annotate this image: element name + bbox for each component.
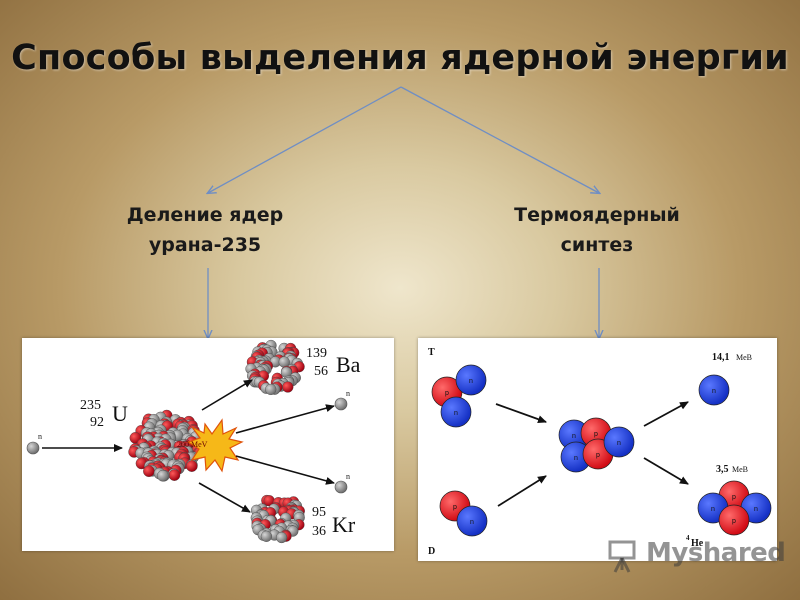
compound-neutron-1-label: n xyxy=(572,433,576,440)
arrow-to-krypton xyxy=(198,482,251,513)
helium-energy-value: 3,5 xyxy=(716,464,729,475)
neutron-energy-value: 14,1 xyxy=(712,352,730,363)
uranium-charge: 92 xyxy=(90,415,104,430)
helium-energy-unit: MeB xyxy=(732,465,748,474)
slide-title: Способы выделения ядерной энергии xyxy=(11,38,789,78)
watermark-logo: Myshared xyxy=(606,536,786,576)
krypton-charge: 36 xyxy=(312,524,326,539)
arrow-to-barium xyxy=(201,379,253,411)
deuterium-label: D xyxy=(428,546,435,557)
helium-mass: 4 xyxy=(686,534,690,542)
watermark-text: Myshared xyxy=(646,538,786,568)
emitted-neutron-1 xyxy=(334,397,348,411)
arrow-to-neutron-2 xyxy=(235,455,335,485)
deuterium-nucleus: p n xyxy=(439,490,488,537)
tritium-neutron-1-label: n xyxy=(469,378,473,385)
barium-mass: 139 xyxy=(306,346,327,361)
helium-neutron-2-label: n xyxy=(754,506,758,513)
arrow-to-fission xyxy=(208,86,402,193)
branch-fusion-label: Термоядерный синтез xyxy=(492,200,702,260)
fusion-diagram: T D p n n p n n n p p xyxy=(418,338,777,561)
branch-fission-line-2: урана-235 xyxy=(148,234,262,256)
emitted-neutron-1-label: n xyxy=(346,389,350,398)
helium-proton-2-label: p xyxy=(732,518,736,525)
tritium-proton-label: p xyxy=(445,390,449,397)
barium-symbol: Ba xyxy=(336,352,361,377)
krypton-mass: 95 xyxy=(312,505,326,520)
uranium-symbol: U xyxy=(112,401,128,426)
tritium-nucleus: p n n xyxy=(431,364,487,428)
compound-proton-1-label: p xyxy=(594,431,598,438)
nucBa-nucleon xyxy=(265,383,277,396)
arrow-tritium-in xyxy=(495,403,547,424)
arrow-helium-out xyxy=(643,457,689,485)
nucU-nucleon xyxy=(185,460,198,472)
arrow-to-neutron-1 xyxy=(235,404,335,434)
uranium-mass: 235 xyxy=(80,398,101,413)
nucKr-nucleon xyxy=(260,530,273,542)
arrow-to-fusion xyxy=(400,86,599,193)
emitted-neutron-2 xyxy=(334,480,348,494)
tritium-label: T xyxy=(428,347,435,358)
tritium-neutron-1 xyxy=(455,364,487,396)
barium-charge: 56 xyxy=(314,364,328,379)
compound-neutron-3 xyxy=(603,426,635,458)
fission-diagram: n 235 92 U 200 MeV n n 139 56 Ba 95 36 K… xyxy=(22,338,394,551)
presentation-board-icon xyxy=(608,540,636,573)
branch-fusion-line-1: Термоядерный xyxy=(514,204,680,226)
compound-neutron-2-label: n xyxy=(574,455,578,462)
helium-proton-2 xyxy=(718,504,750,536)
energy-flash-icon xyxy=(186,418,244,473)
compound-nucleus: n n p p n xyxy=(558,417,635,473)
energy-label: 200 MeV xyxy=(177,440,208,449)
branch-fission-line-1: Деление ядер xyxy=(126,204,284,226)
compound-proton-2-label: p xyxy=(596,452,600,459)
emitted-neutron-2-label: n xyxy=(346,472,350,481)
krypton-symbol: Kr xyxy=(332,512,356,537)
barium-nucleus xyxy=(245,339,305,396)
branch-fission-label: Деление ядер урана-235 xyxy=(100,200,310,260)
arrow-deuterium-in xyxy=(497,475,547,507)
incoming-neutron-label: n xyxy=(38,432,42,441)
helium-symbol: He xyxy=(691,538,704,549)
uranium-nucleus xyxy=(128,409,206,482)
helium-nucleus: p n n p xyxy=(697,480,772,536)
branch-fusion-line-2: синтез xyxy=(560,234,634,256)
helium-proton-1-label: p xyxy=(732,494,736,501)
neutron-energy-unit: MeB xyxy=(736,353,752,362)
tritium-neutron-2-label: n xyxy=(454,410,458,417)
nucU-nucleon xyxy=(143,465,155,477)
incoming-neutron xyxy=(26,441,40,455)
deuterium-neutron-label: n xyxy=(470,519,474,526)
deuterium-neutron xyxy=(456,505,488,537)
krypton-nucleus xyxy=(250,494,305,544)
free-neutron xyxy=(698,374,730,406)
tritium-neutron-2 xyxy=(440,396,472,428)
nucKr-nucleon xyxy=(276,531,288,544)
deuterium-proton-label: p xyxy=(453,504,457,511)
free-neutron-label: n xyxy=(712,388,716,395)
compound-neutron-3-label: n xyxy=(617,440,621,447)
helium-neutron-1-label: n xyxy=(711,506,715,513)
nucU-nucleon xyxy=(156,469,169,482)
nucU-nucleon xyxy=(168,469,181,481)
arrow-neutron-out xyxy=(643,401,689,427)
nucBa-nucleon xyxy=(282,381,294,393)
